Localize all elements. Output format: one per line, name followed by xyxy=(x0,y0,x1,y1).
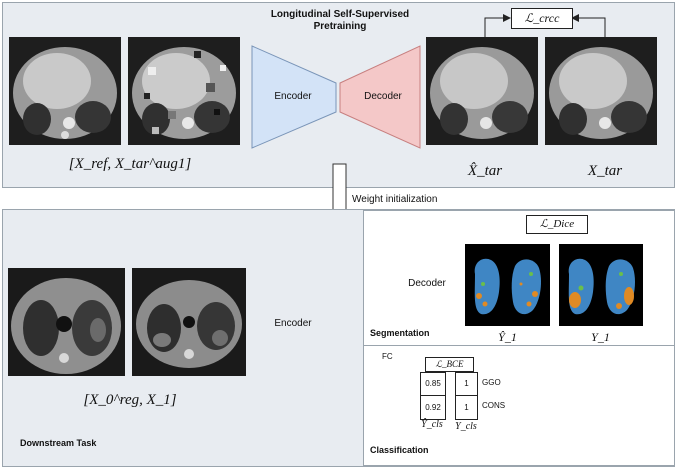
pretraining-encoder-shape xyxy=(251,45,337,149)
prediction-value-cons: 0.92 xyxy=(425,403,441,412)
segmentation-target-image xyxy=(559,244,643,326)
pretraining-input-caption: [X_ref, X_tar^aug1] xyxy=(68,156,192,172)
dice-loss-box: ℒ_Dice xyxy=(526,215,588,234)
segmentation-decoder-label: Decoder xyxy=(408,278,446,289)
ct-augmented-target-image xyxy=(128,37,240,145)
pretraining-decoder-label: Decoder xyxy=(364,91,402,102)
segmentation-prediction-image xyxy=(465,244,550,326)
crcc-loss-box: ℒ_crcc xyxy=(511,8,573,29)
classification-pred-caption: Ŷ_cls xyxy=(421,419,443,430)
segmentation-title: Segmentation xyxy=(370,328,430,338)
task-divider xyxy=(364,345,674,346)
target-value-column: 1 1 xyxy=(455,372,478,420)
weight-init-label: Weight initialization xyxy=(352,194,438,205)
ct-target-image xyxy=(545,37,657,145)
downstream-input-caption: [X_0^reg, X_1] xyxy=(83,392,177,408)
pretraining-decoder-shape xyxy=(339,45,421,149)
classification-target-caption: Y_cls xyxy=(455,421,477,432)
prediction-value-column: 0.85 0.92 xyxy=(420,372,446,420)
prediction-value-ggo: 0.85 xyxy=(421,373,445,396)
bce-loss-box: ℒ_BCE xyxy=(425,357,474,372)
ct-reference-image xyxy=(9,37,121,145)
target-caption: X_tar xyxy=(587,163,623,179)
ct-followup-image xyxy=(132,268,246,376)
target-value-cons: 1 xyxy=(464,403,469,412)
downstream-encoder-label: Encoder xyxy=(274,318,312,329)
pretraining-encoder-label: Encoder xyxy=(274,91,312,102)
downstream-title: Downstream Task xyxy=(20,438,97,448)
class-label-cons: CONS xyxy=(482,401,506,410)
pretraining-title: Longitudinal Self-Supervised Pretraining xyxy=(270,9,410,32)
segmentation-pred-caption: Ŷ_1 xyxy=(498,330,517,344)
ct-reconstructed-image xyxy=(426,37,538,145)
classification-title: Classification xyxy=(370,445,429,455)
ct-baseline-registered-image xyxy=(8,268,125,376)
target-value-ggo: 1 xyxy=(456,373,477,396)
segmentation-target-caption: Y_1 xyxy=(591,330,610,344)
class-label-ggo: GGO xyxy=(482,378,501,387)
fc-label: FC xyxy=(382,352,393,361)
reconstruction-caption: X̂_tar xyxy=(467,163,503,179)
